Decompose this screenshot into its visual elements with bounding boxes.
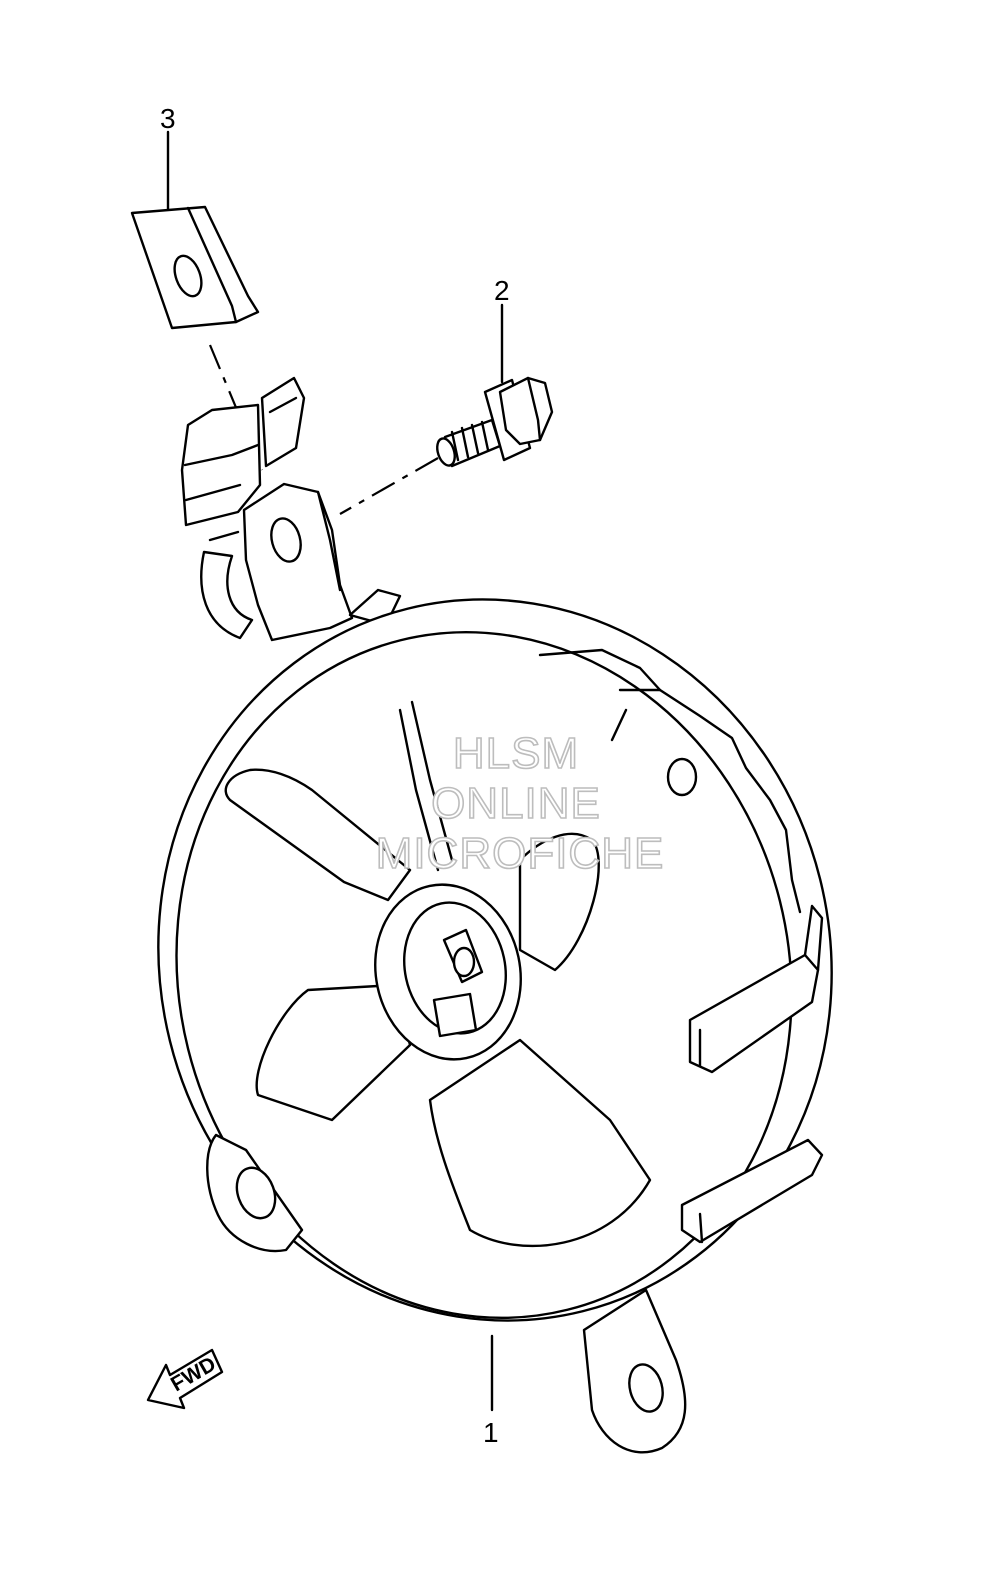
callout-part-1: 1 — [483, 1417, 499, 1448]
watermark: HLSM ONLINE MICROFICHE — [375, 728, 665, 879]
fan-assembly-part-1 — [157, 482, 833, 1454]
watermark-line-2: ONLINE — [431, 779, 601, 828]
callout-part-3: 3 — [160, 103, 176, 134]
watermark-line-1: HLSM — [453, 729, 579, 778]
callout-part-2: 2 — [494, 275, 510, 306]
clip-nut-part-3 — [130, 130, 260, 330]
forward-arrow-icon — [146, 1348, 224, 1410]
flange-bolt-part-2 — [339, 303, 554, 515]
watermark-line-3: MICROFICHE — [376, 829, 665, 878]
wire-connector — [180, 376, 306, 640]
fwd-direction-badge: FWD — [146, 1348, 224, 1410]
assembly-line-bolt — [339, 457, 439, 515]
